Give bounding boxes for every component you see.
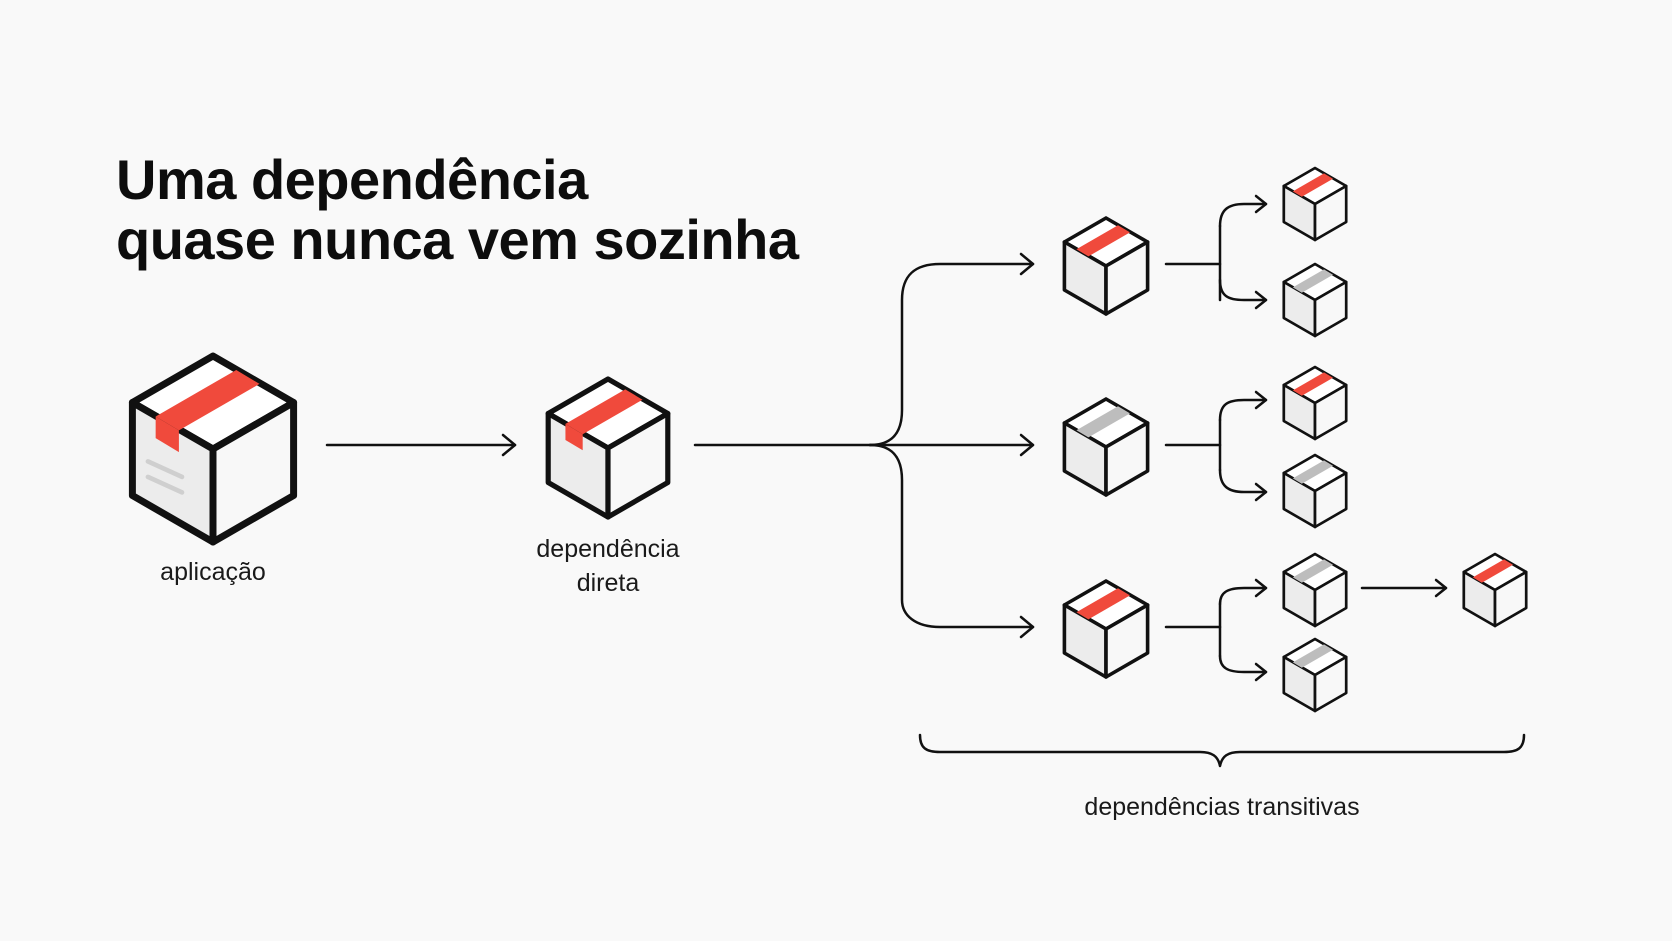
transitive-box-3b-icon [1282,637,1348,713]
transitive-box-1a-icon [1282,166,1348,242]
transitive-label: dependências transitivas [1084,793,1360,821]
branch-connector [693,252,1035,639]
direct-dependency-label: dependência direta [536,532,679,600]
arrow-right-icon [325,433,517,457]
sub-branch-connectors [1164,194,1448,682]
transitive-box-3a-icon [1282,552,1348,628]
transitive-box-1b-icon [1282,262,1348,338]
transitive-box-deep-icon [1462,552,1528,628]
transitive-box-3-icon [1062,579,1150,679]
transitive-box-2a-icon [1282,365,1348,441]
title-line-2: quase nunca vem sozinha [116,208,799,271]
direct-label-line-1: dependência [536,535,680,563]
diagram-title: Uma dependência quase nunca vem sozinha [116,148,799,271]
curly-brace-icon [918,733,1526,768]
transitive-box-1-icon [1062,216,1150,316]
direct-dependency-box-icon [548,379,668,517]
app-box-icon [132,356,293,542]
transitive-box-2b-icon [1282,453,1348,529]
direct-label-line-2: direta [576,569,640,597]
transitive-box-2-icon [1062,397,1150,497]
title-line-1: Uma dependência [116,148,588,211]
app-label: aplicação [160,558,266,586]
